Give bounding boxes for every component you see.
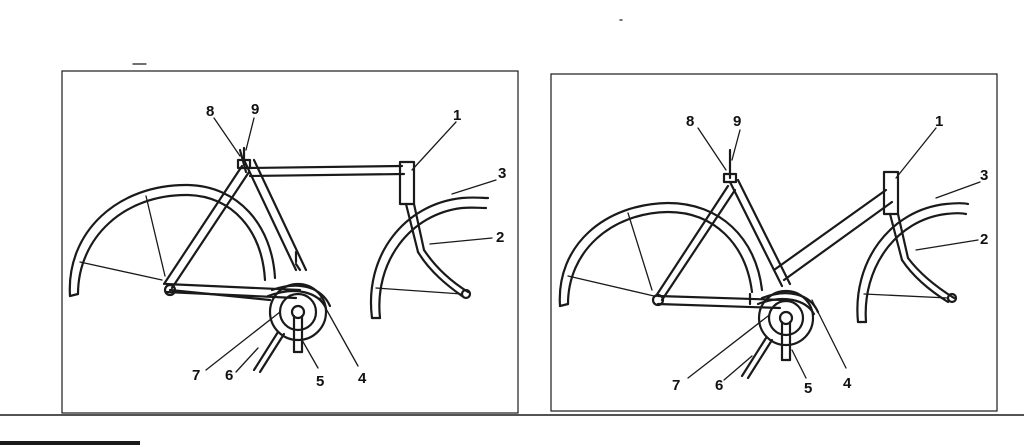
callout-label-3: 3 [980,167,988,184]
front-fender [369,196,490,320]
callout-label-2: 2 [980,231,988,248]
seat-post [236,146,252,170]
callout-label-8: 8 [206,103,214,120]
callout-label-4: 4 [358,370,367,387]
callout-label-9: 9 [733,113,741,130]
panel-border [61,70,519,414]
diagram-panel-right: 1 2 3 4 5 6 7 8 9 [550,73,998,412]
callout-label-1: 1 [453,107,461,124]
callout-label-1: 1 [935,113,943,130]
head-tube [882,170,958,304]
callout-label-6: 6 [225,367,233,384]
frame [162,148,406,302]
frame [651,178,894,310]
seat-post [722,148,738,184]
callout-label-8: 8 [686,113,694,130]
callout-label-6: 6 [715,377,723,394]
rear-fender [68,183,277,298]
callout-label-7: 7 [672,377,680,394]
leader-lines [687,127,981,381]
rear-fender [558,201,764,308]
callout-label-5: 5 [804,380,812,397]
panel-border [550,73,998,412]
callout-label-4: 4 [843,375,852,392]
callout-label-3: 3 [498,165,506,182]
callout-label-2: 2 [496,229,504,246]
front-fender [856,202,970,324]
head-tube [398,160,472,300]
leader-lines [205,117,497,373]
diagram-panel-left: 1 2 3 4 5 6 7 8 9 [61,70,519,414]
callout-label-7: 7 [192,367,200,384]
callout-label-9: 9 [251,101,259,118]
chainring-crank [740,289,820,380]
callout-label-5: 5 [316,373,324,390]
